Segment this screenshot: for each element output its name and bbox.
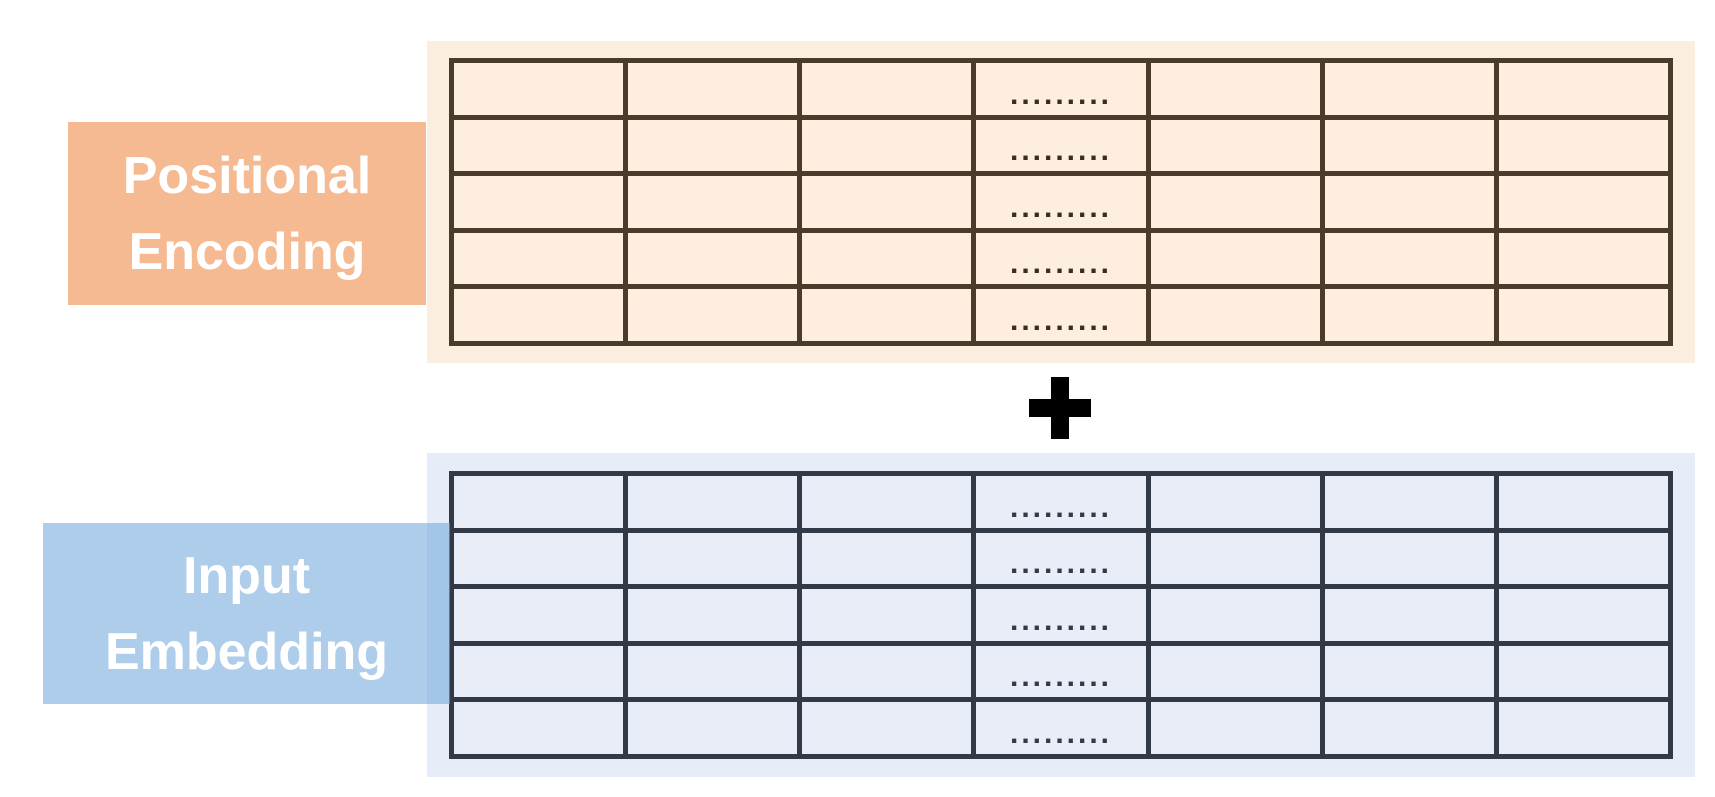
- matrix-cell: [1498, 63, 1668, 115]
- matrix-cell: [1498, 289, 1668, 341]
- matrix-cell: [628, 63, 798, 115]
- matrix-cell: [454, 176, 624, 228]
- matrix-cell: [802, 589, 972, 641]
- matrix-cell: [1150, 176, 1320, 228]
- matrix-cell: [1498, 589, 1668, 641]
- input-embedding-panel: ........................................…: [427, 453, 1695, 777]
- matrix-cell: [802, 289, 972, 341]
- matrix-cell: [1498, 232, 1668, 285]
- matrix-cell: [1150, 476, 1320, 528]
- matrix-cell: [802, 532, 972, 585]
- matrix-dots-cell: .........: [976, 702, 1146, 754]
- matrix-cell: [628, 589, 798, 641]
- input-embedding-label: Input Embedding: [43, 523, 450, 704]
- matrix-cell: [628, 119, 798, 172]
- matrix-cell: [1150, 119, 1320, 172]
- matrix-cell: [1150, 232, 1320, 285]
- input-embedding-label-line1: Input: [182, 546, 311, 605]
- matrix-cell: [1150, 289, 1320, 341]
- matrix-cell: [628, 232, 798, 285]
- matrix-cell: [1498, 176, 1668, 228]
- matrix-cell: [454, 476, 624, 528]
- plus-icon: [1029, 377, 1091, 439]
- matrix-cell: [1324, 476, 1494, 528]
- matrix-cell: [1324, 589, 1494, 641]
- positional-encoding-matrix: ........................................…: [449, 58, 1673, 346]
- matrix-cell: [454, 119, 624, 172]
- matrix-dots-cell: .........: [976, 63, 1146, 115]
- matrix-cell: [1324, 532, 1494, 585]
- positional-encoding-panel: ........................................…: [427, 41, 1695, 363]
- matrix-dots-cell: .........: [976, 532, 1146, 585]
- matrix-cell: [628, 289, 798, 341]
- matrix-cell: [1498, 532, 1668, 585]
- matrix-cell: [628, 176, 798, 228]
- plus-icon-vertical-bar: [1051, 377, 1069, 439]
- matrix-dots-cell: .........: [976, 119, 1146, 172]
- matrix-cell: [454, 289, 624, 341]
- matrix-cell: [802, 176, 972, 228]
- matrix-cell: [628, 476, 798, 528]
- matrix-cell: [454, 532, 624, 585]
- matrix-cell: [1324, 702, 1494, 754]
- matrix-cell: [1150, 63, 1320, 115]
- input-embedding-label-line2: Embedding: [104, 622, 389, 681]
- input-embedding-matrix: ........................................…: [449, 471, 1673, 759]
- matrix-cell: [628, 532, 798, 585]
- positional-encoding-label-line1: Positional: [122, 146, 372, 205]
- matrix-cell: [1498, 476, 1668, 528]
- matrix-dots-cell: .........: [976, 589, 1146, 641]
- matrix-cell: [1324, 289, 1494, 341]
- matrix-cell: [1324, 645, 1494, 698]
- matrix-cell: [802, 63, 972, 115]
- matrix-cell: [1324, 119, 1494, 172]
- matrix-cell: [802, 232, 972, 285]
- matrix-cell: [454, 645, 624, 698]
- matrix-cell: [1150, 589, 1320, 641]
- matrix-cell: [1150, 645, 1320, 698]
- matrix-cell: [1498, 119, 1668, 172]
- matrix-cell: [1150, 532, 1320, 585]
- matrix-cell: [1498, 702, 1668, 754]
- matrix-cell: [802, 702, 972, 754]
- matrix-cell: [1324, 176, 1494, 228]
- matrix-dots-cell: .........: [976, 289, 1146, 341]
- matrix-cell: [802, 476, 972, 528]
- matrix-cell: [454, 63, 624, 115]
- matrix-cell: [628, 702, 798, 754]
- matrix-dots-cell: .........: [976, 176, 1146, 228]
- matrix-cell: [454, 232, 624, 285]
- matrix-dots-cell: .........: [976, 476, 1146, 528]
- matrix-cell: [802, 645, 972, 698]
- matrix-cell: [454, 589, 624, 641]
- positional-encoding-label-line2: Encoding: [128, 222, 366, 281]
- matrix-cell: [628, 645, 798, 698]
- matrix-cell: [802, 119, 972, 172]
- positional-encoding-label: Positional Encoding: [68, 122, 426, 305]
- matrix-dots-cell: .........: [976, 232, 1146, 285]
- matrix-cell: [1324, 63, 1494, 115]
- matrix-cell: [1324, 232, 1494, 285]
- matrix-dots-cell: .........: [976, 645, 1146, 698]
- matrix-cell: [1498, 645, 1668, 698]
- matrix-cell: [454, 702, 624, 754]
- matrix-cell: [1150, 702, 1320, 754]
